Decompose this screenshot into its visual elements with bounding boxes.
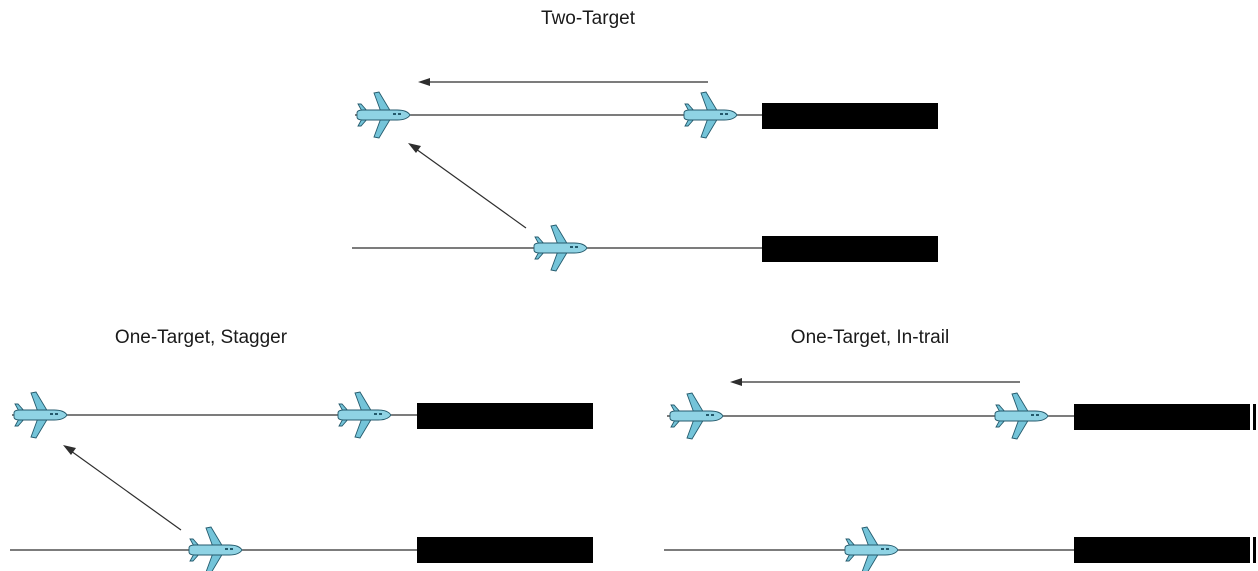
airplane-icon: [994, 392, 1049, 440]
airplane-icon: [13, 391, 68, 439]
airplane-icon: [533, 224, 588, 272]
two-target-title: Two-Target: [541, 8, 635, 29]
trail-arrow: [730, 378, 1020, 386]
airplane-icon: [669, 392, 724, 440]
runway-bar: [762, 236, 938, 262]
runway-bar: [417, 537, 593, 563]
stagger-panel: [10, 391, 593, 571]
runway-end-mark: [1253, 404, 1256, 430]
in-trail-panel: [664, 378, 1256, 571]
runway-bar: [1074, 404, 1250, 430]
runway-end-mark: [1253, 537, 1256, 563]
runway-bar: [417, 403, 593, 429]
airplane-icon: [683, 91, 738, 139]
trail-arrow: [418, 78, 708, 86]
airplane-icon: [844, 526, 899, 571]
runway-bar: [762, 103, 938, 129]
two-target-panel: [352, 78, 938, 272]
diagonal-arrow: [408, 143, 527, 229]
airplane-icon: [188, 526, 243, 571]
stagger-title: One-Target, Stagger: [114, 327, 288, 348]
in-trail-title: One-Target, In-trail: [790, 327, 950, 348]
runway-bar: [1074, 537, 1250, 563]
airplane-icon: [356, 91, 411, 139]
airplane-icon: [337, 391, 392, 439]
diagonal-arrow: [63, 445, 182, 531]
